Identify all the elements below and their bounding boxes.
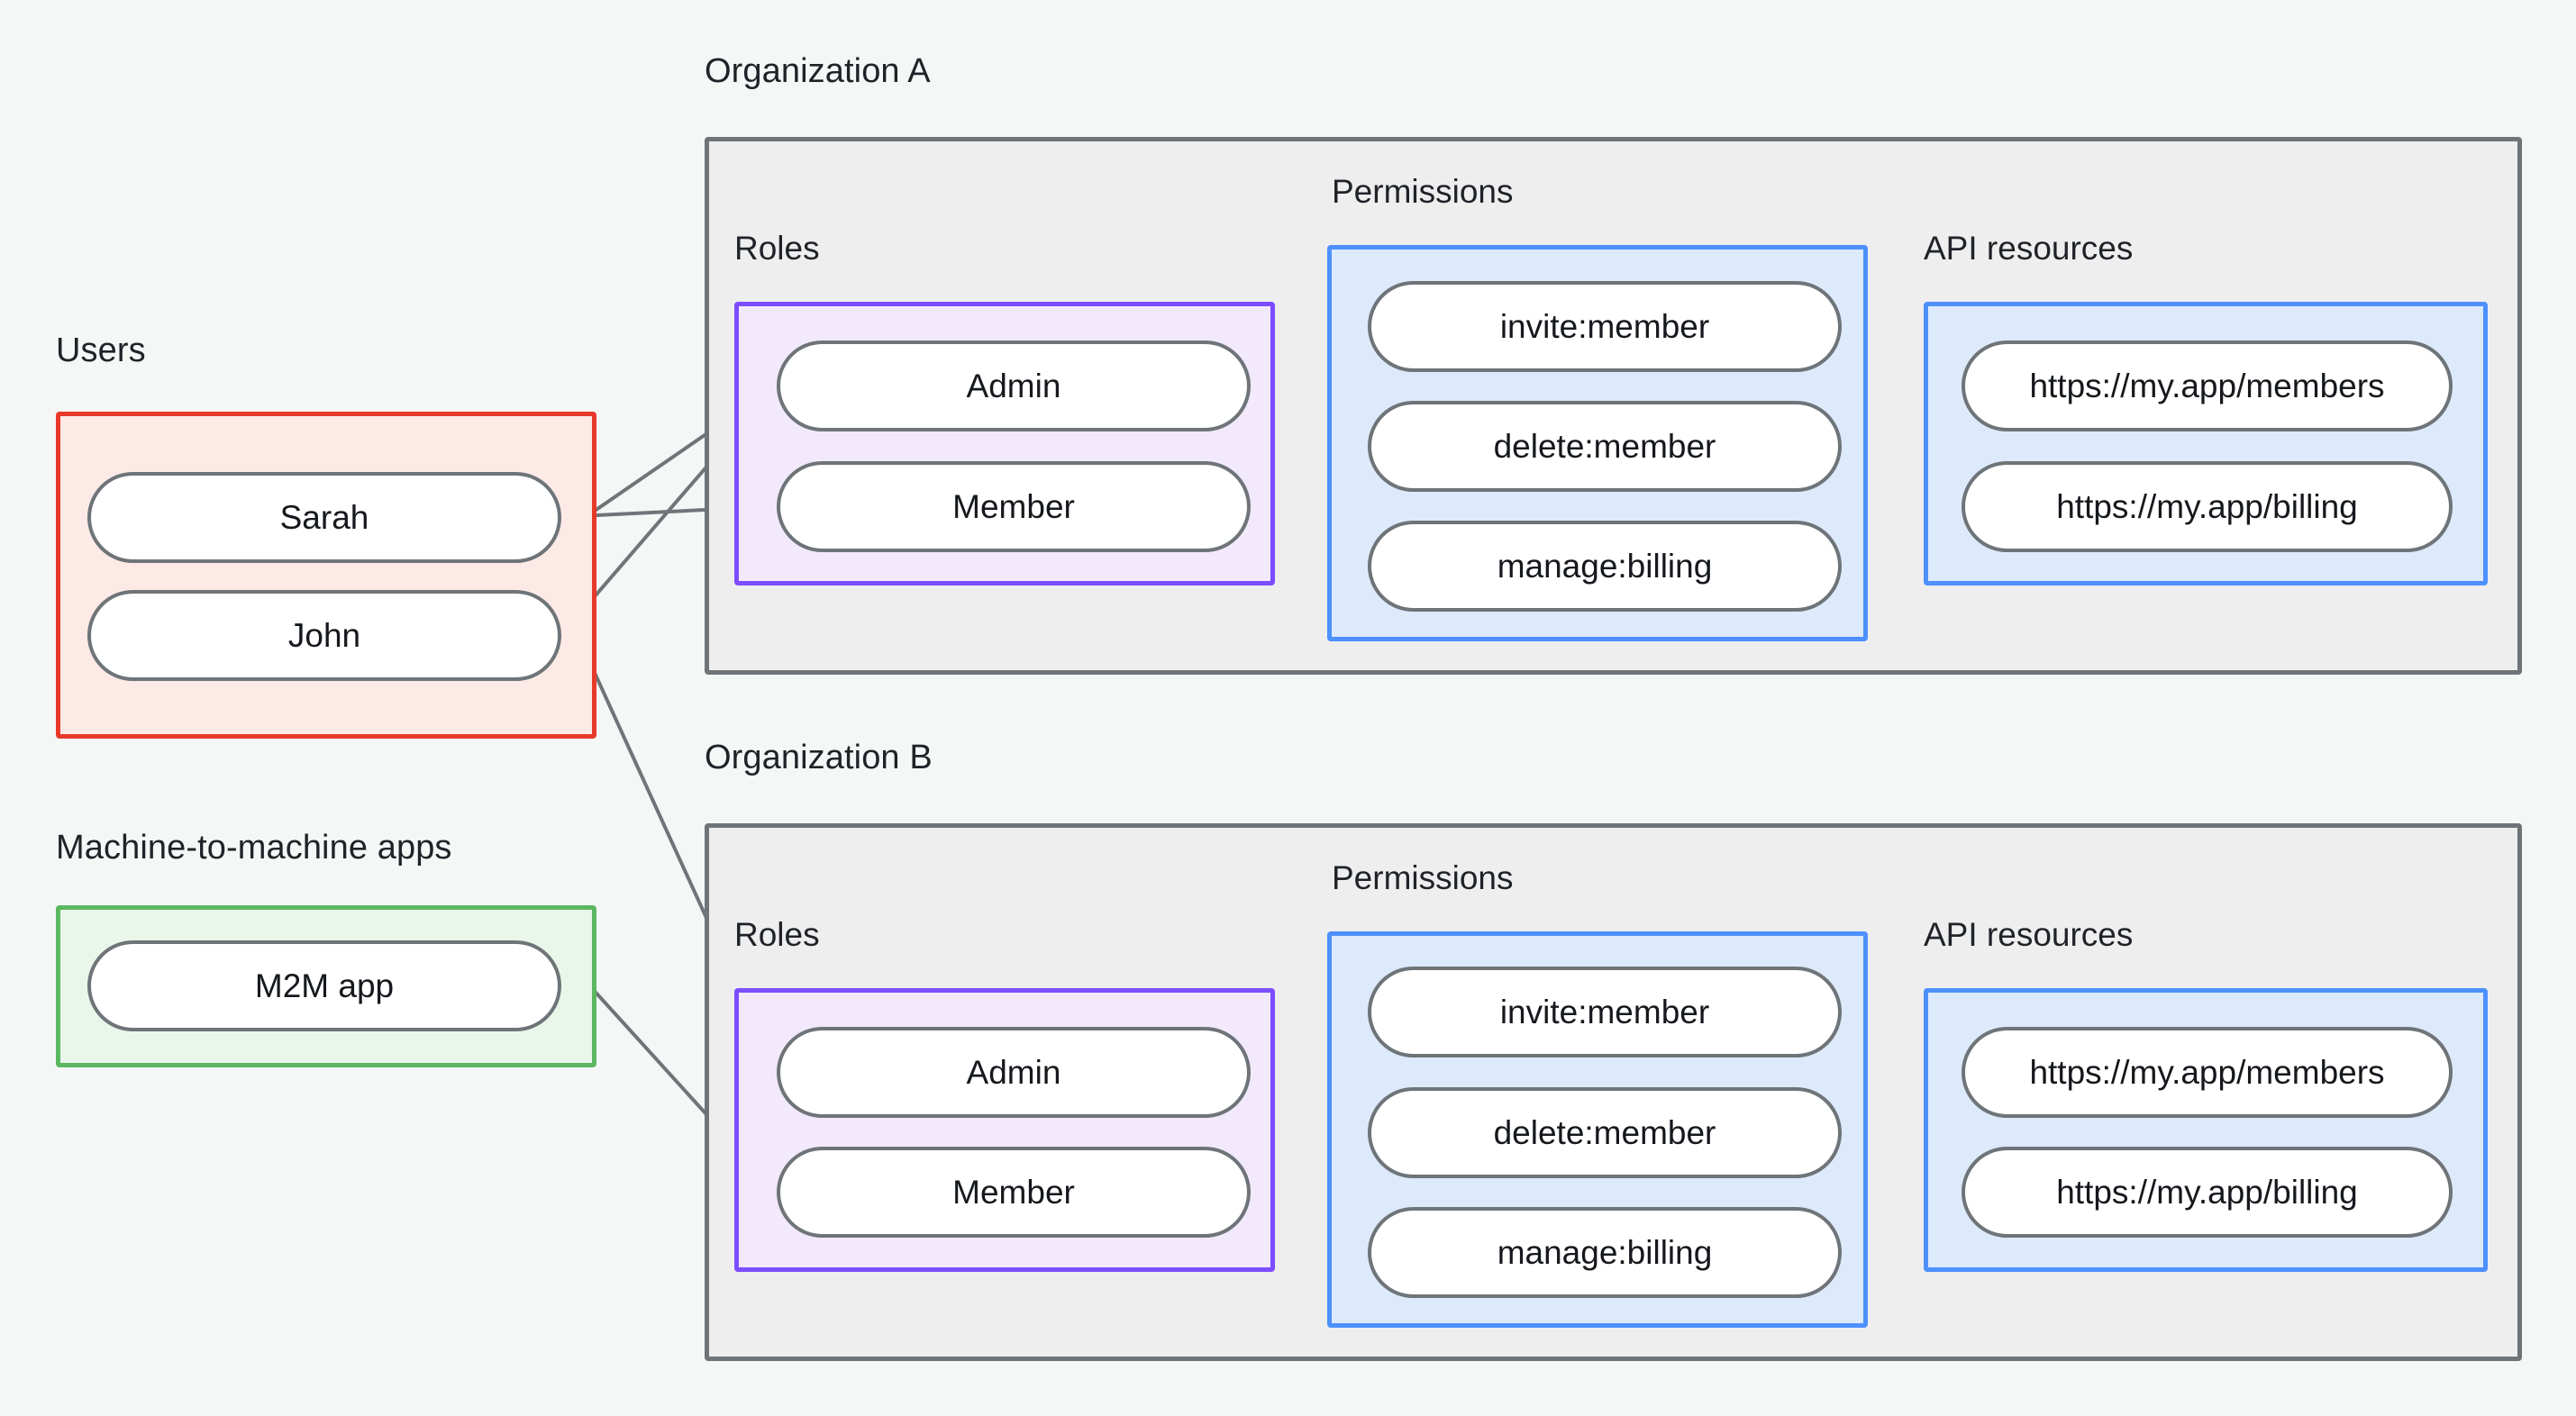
m2m-group-label: Machine-to-machine apps [56, 829, 452, 867]
organization-a-api-resource-members[interactable]: https://my.app/members [1962, 340, 2453, 431]
user-pill-john[interactable]: John [87, 590, 561, 681]
users-group-box [56, 412, 596, 739]
organization-a-permission-manage-billing[interactable]: manage:billing [1368, 521, 1842, 612]
organization-a-roles-label: Roles [734, 230, 820, 267]
organization-a-permission-delete-member[interactable]: delete:member [1368, 401, 1842, 492]
organization-b-api-resource-billing[interactable]: https://my.app/billing [1962, 1147, 2453, 1238]
organization-a-api-resource-billing[interactable]: https://my.app/billing [1962, 461, 2453, 552]
organization-b-label: Organization B [705, 739, 933, 776]
organization-b-role-admin[interactable]: Admin [777, 1027, 1251, 1118]
organization-a-api-resources-label: API resources [1924, 230, 2134, 267]
organization-a-permission-invite-member[interactable]: invite:member [1368, 281, 1842, 372]
organization-b-permission-manage-billing[interactable]: manage:billing [1368, 1207, 1842, 1298]
users-group-label: Users [56, 331, 146, 369]
organization-b-permission-delete-member[interactable]: delete:member [1368, 1087, 1842, 1178]
organization-b-role-member[interactable]: Member [777, 1147, 1251, 1238]
organization-a-role-member[interactable]: Member [777, 461, 1251, 552]
m2m-pill-app[interactable]: M2M app [87, 940, 561, 1031]
organization-b-roles-label: Roles [734, 916, 820, 953]
organization-a-role-admin[interactable]: Admin [777, 340, 1251, 431]
organization-b-api-resource-members[interactable]: https://my.app/members [1962, 1027, 2453, 1118]
organization-b-api-resources-label: API resources [1924, 916, 2134, 953]
organization-a-permissions-label: Permissions [1332, 173, 1514, 210]
organization-b-permission-invite-member[interactable]: invite:member [1368, 967, 1842, 1057]
organization-b-permissions-label: Permissions [1332, 859, 1514, 896]
organization-a-label: Organization A [705, 52, 931, 90]
user-pill-sarah[interactable]: Sarah [87, 472, 561, 563]
